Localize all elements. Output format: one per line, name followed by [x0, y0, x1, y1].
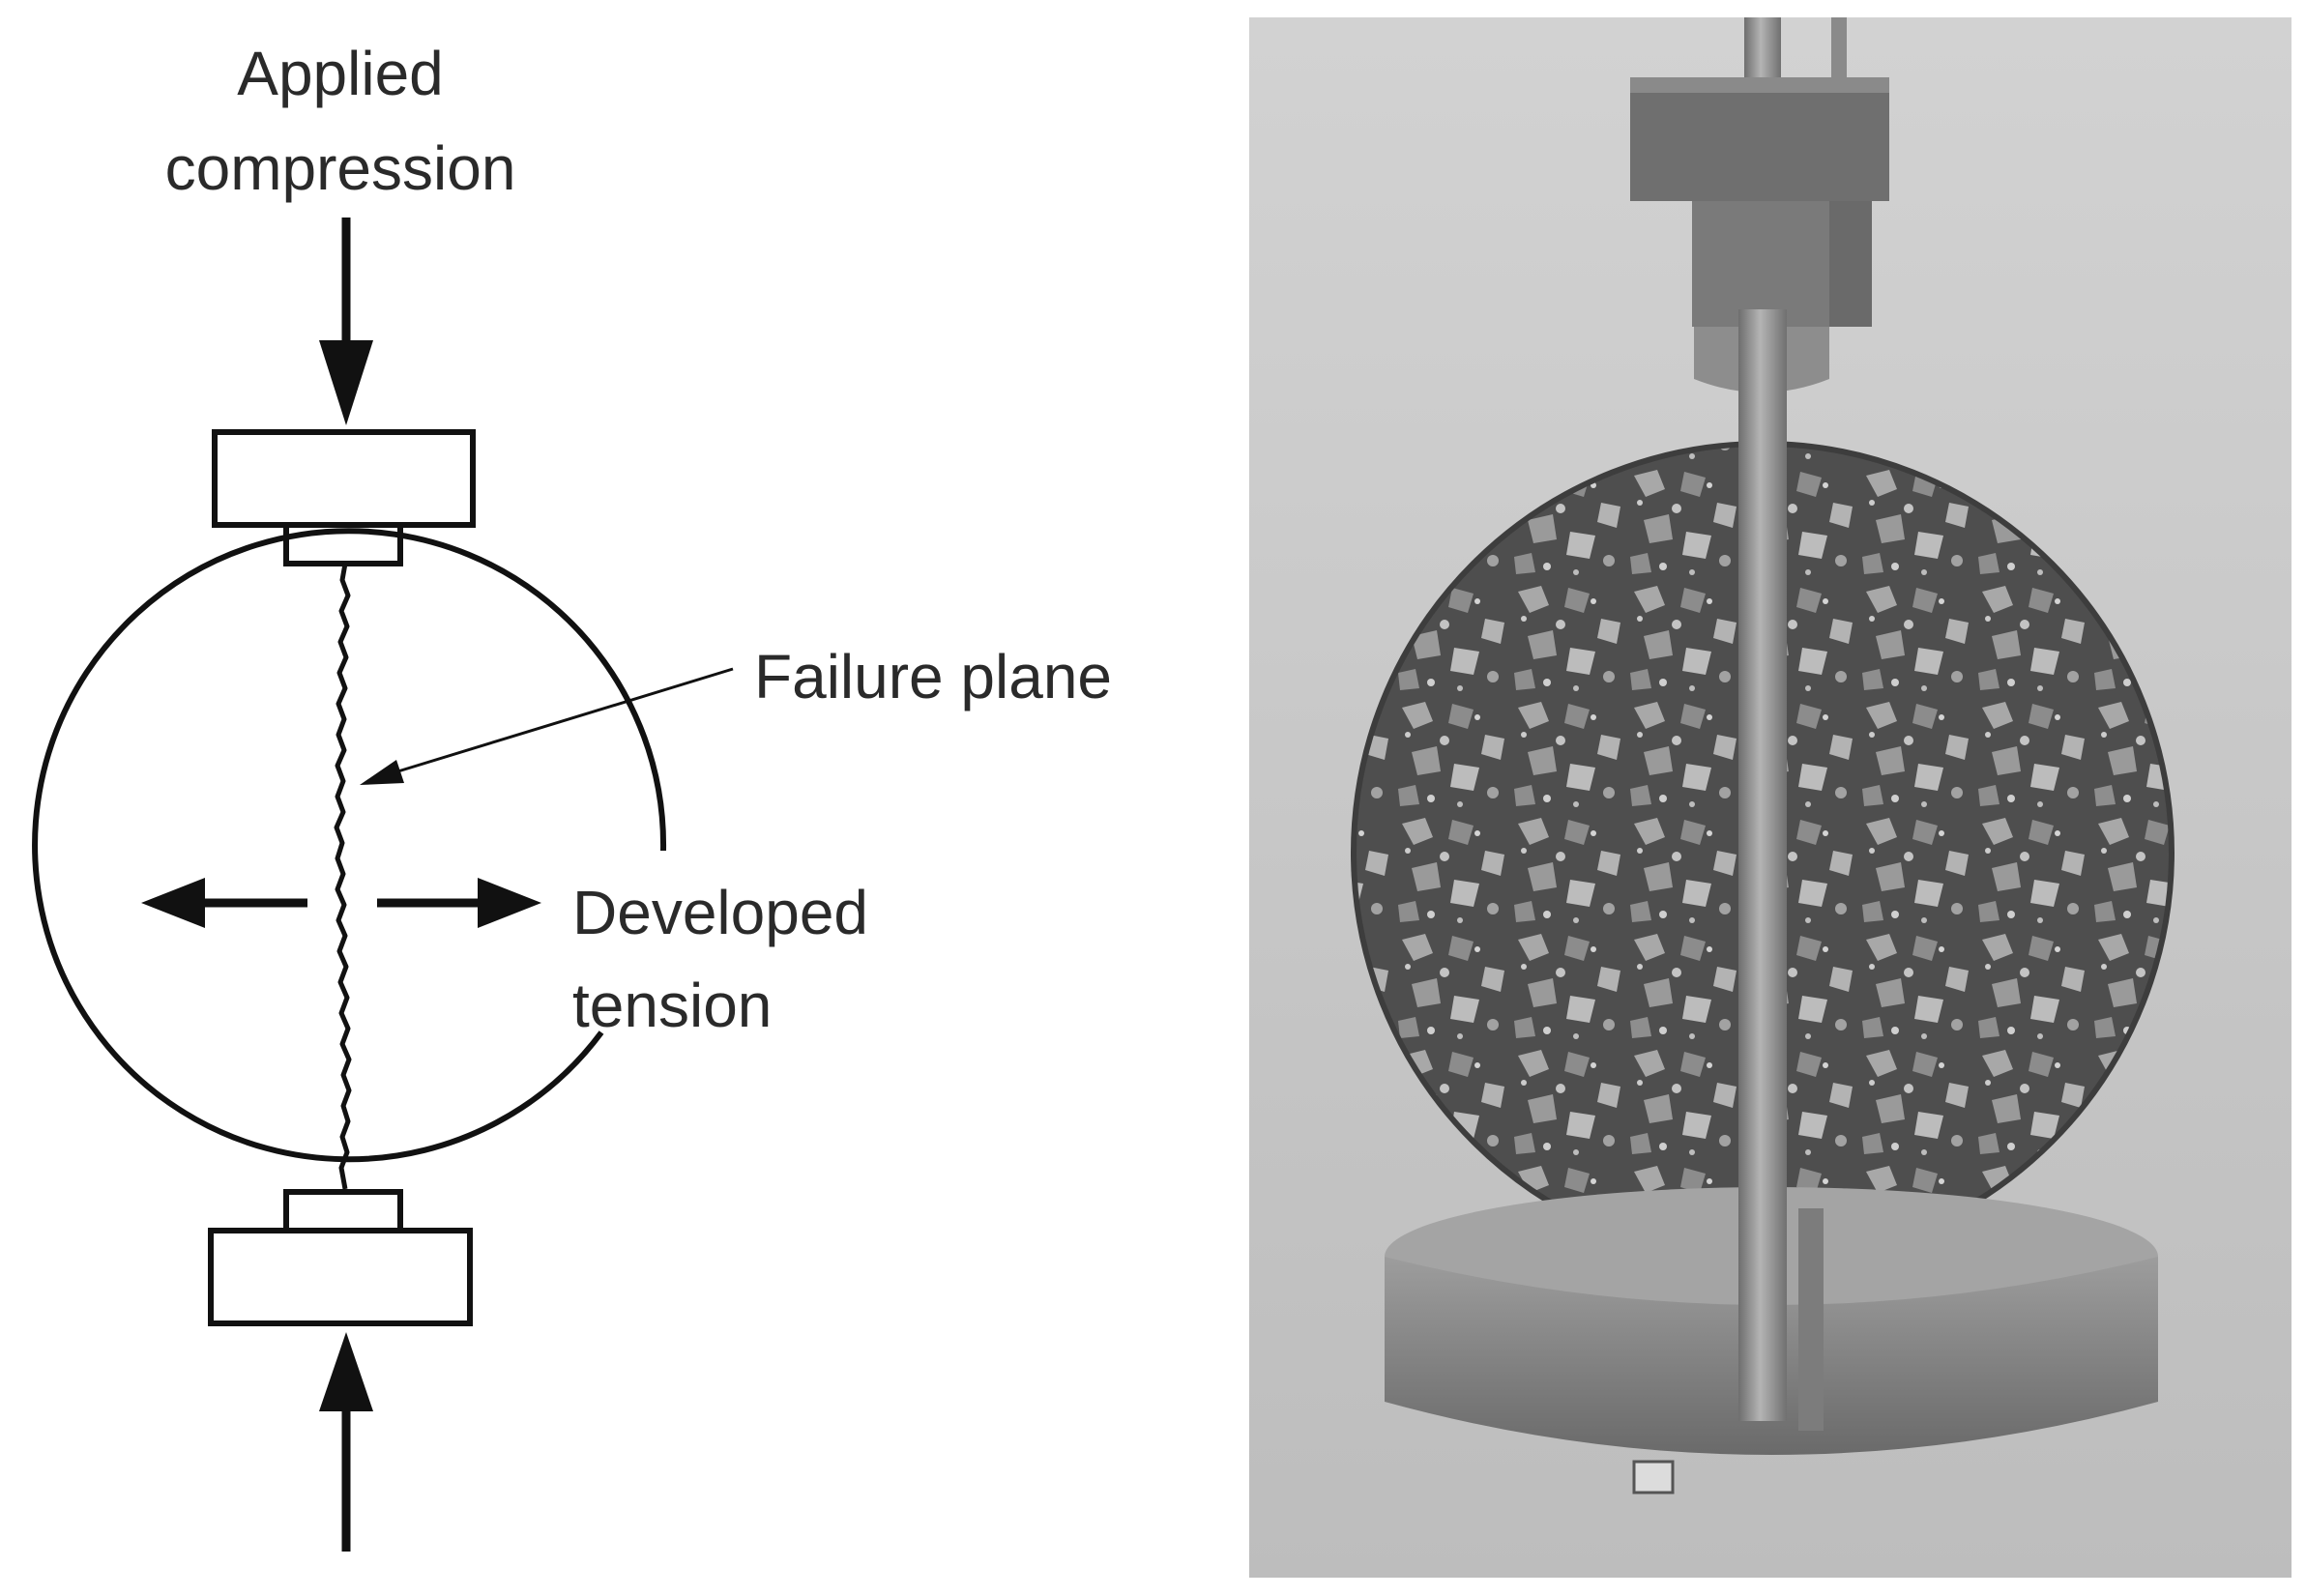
loading-head-highlight: [1630, 77, 1889, 93]
bottom-compression-arrow-icon: [319, 1332, 373, 1552]
failure-plane-crack: [334, 563, 352, 1190]
top-loading-platen: [212, 429, 476, 528]
developed-tension-label-line2: tension: [572, 971, 772, 1040]
base-plate-slot: [1632, 1460, 1675, 1494]
vertical-guide-rod: [1738, 309, 1787, 1421]
bottom-loading-platen: [208, 1228, 473, 1326]
applied-compression-label-line2: compression: [165, 133, 516, 203]
bottom-loading-strip: [283, 1189, 403, 1233]
top-compression-arrow-icon: [319, 218, 373, 425]
loading-head-housing: [1692, 201, 1829, 327]
tension-arrow-right-icon: [377, 878, 541, 928]
failure-plane-pointer-icon: [360, 667, 734, 785]
failure-plane-label: Failure plane: [754, 642, 1112, 711]
base-guide-post: [1798, 1208, 1824, 1431]
loading-head-block: [1630, 77, 1889, 201]
developed-tension-label-line1: Developed: [572, 878, 868, 947]
schematic-diagram: Applied compression Failure plane: [32, 39, 1112, 1552]
tension-arrow-left-icon: [141, 878, 307, 928]
test-apparatus-photo: [1249, 17, 2291, 1578]
applied-compression-label-line1: Applied: [237, 39, 444, 108]
specimen-circle: [32, 528, 667, 1163]
loading-head-side: [1829, 201, 1872, 327]
upper-guide-pin: [1831, 17, 1847, 95]
